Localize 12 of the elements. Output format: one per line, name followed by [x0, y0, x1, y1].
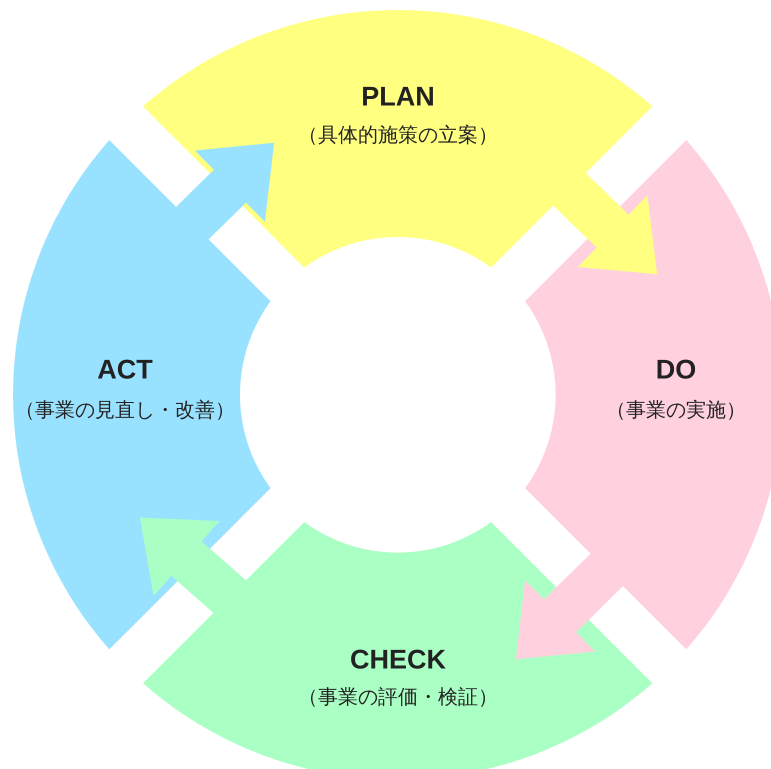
- phase-description: （事業の実施）: [606, 398, 746, 424]
- phase-description: （事業の評価・検証）: [298, 685, 498, 710]
- phase-title: ACT: [97, 354, 153, 386]
- ring-segment: [143, 10, 653, 268]
- phase-title: PLAN: [361, 82, 435, 112]
- ring-segment: [13, 140, 271, 650]
- phase-title: CHECK: [350, 644, 446, 676]
- phase-title: DO: [656, 354, 696, 386]
- ring-segment: [525, 140, 771, 650]
- phase-description: （事業の見直し・改善）: [15, 398, 235, 424]
- ring-segment: [143, 522, 653, 769]
- phase-description: （具体的施策の立案）: [298, 124, 498, 148]
